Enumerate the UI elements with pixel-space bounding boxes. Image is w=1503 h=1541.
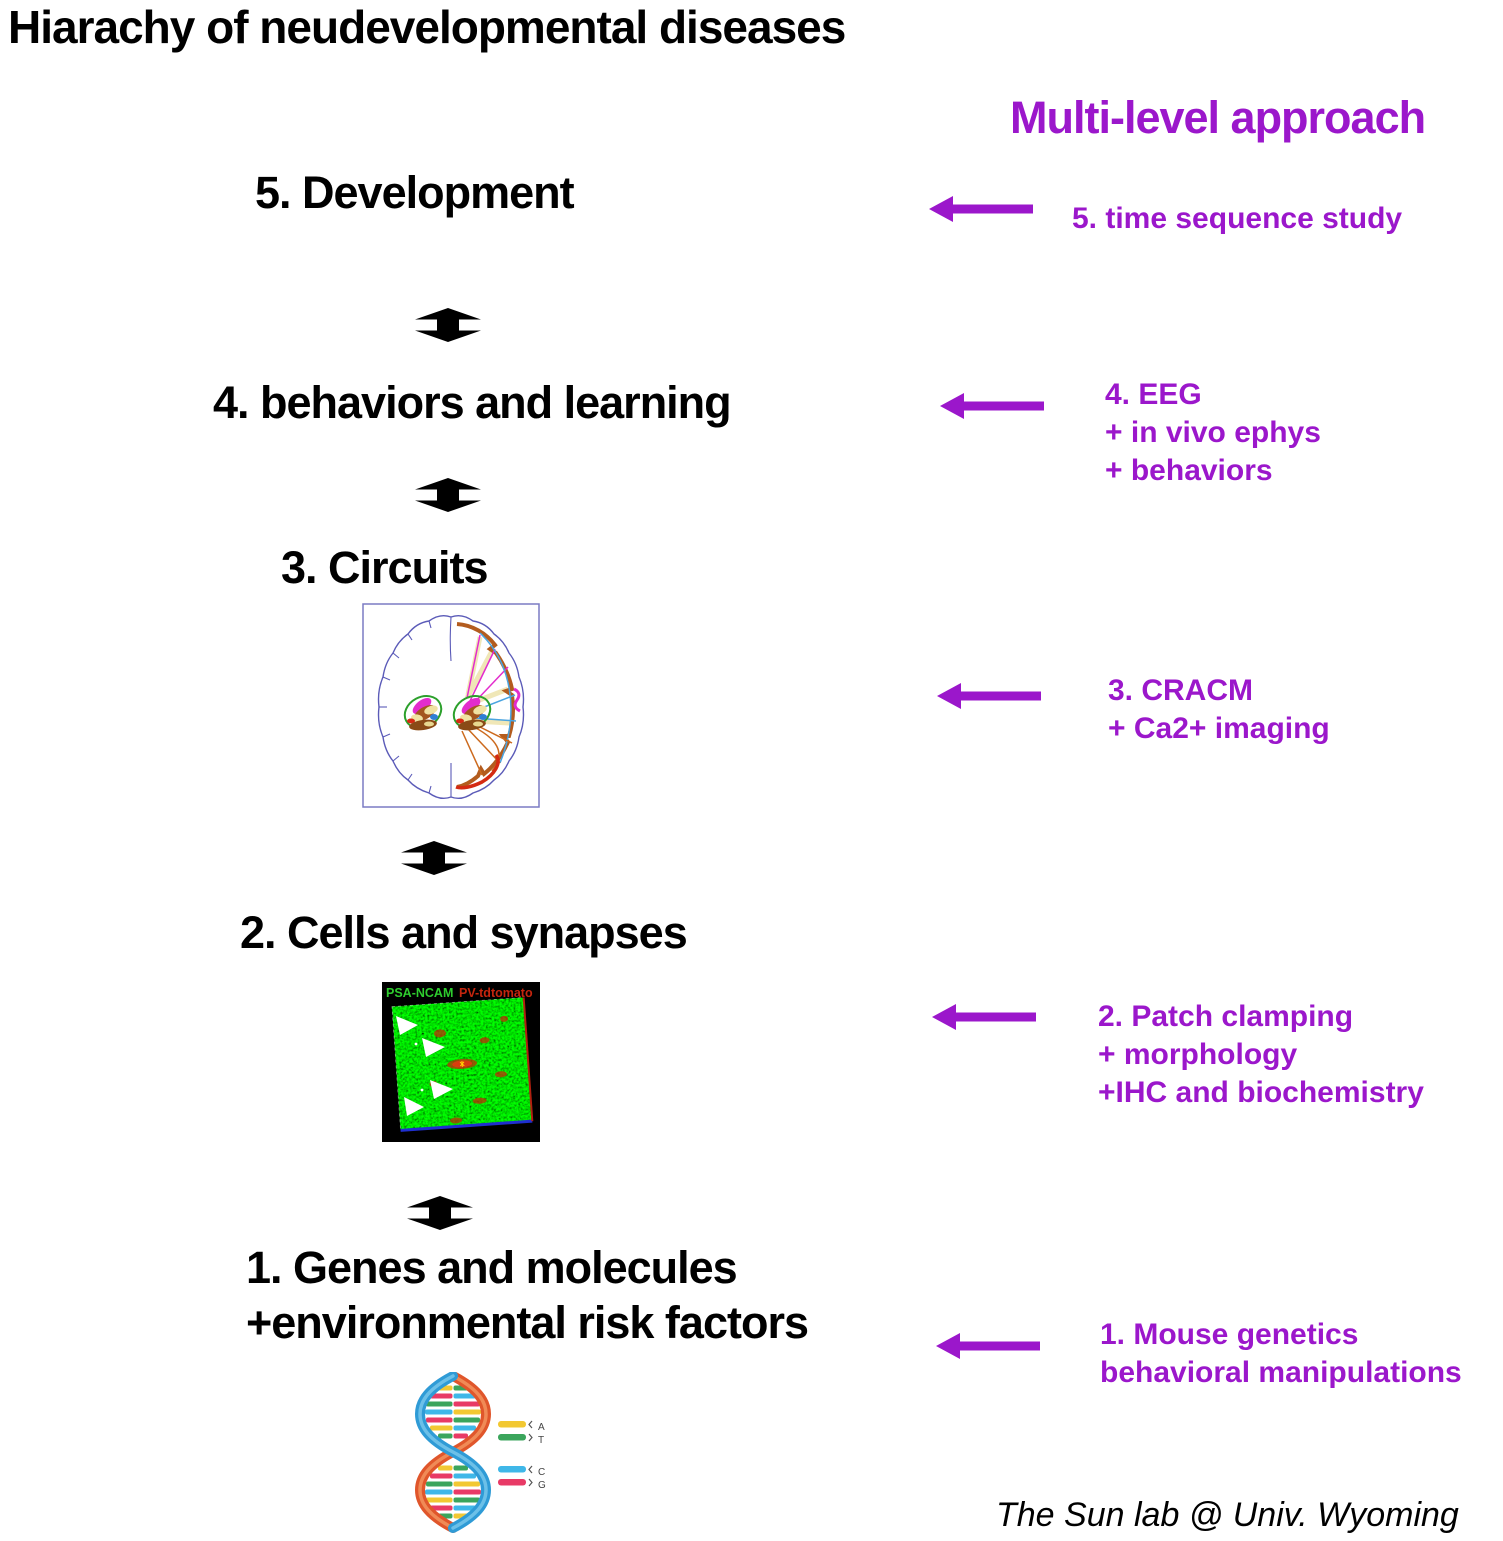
method-3-text: 3. CRACM + Ca2+ imaging bbox=[1108, 674, 1330, 745]
left-arrow-icon bbox=[937, 683, 1041, 709]
dna-helix-image: A T C G bbox=[414, 1372, 546, 1533]
method-1-text: 1. Mouse genetics behavioral manipulatio… bbox=[1100, 1318, 1462, 1389]
legend-letter-a: A bbox=[538, 1422, 545, 1433]
micrograph-green-channel-label: PSA-NCAM bbox=[386, 986, 453, 1000]
left-arrow-icon bbox=[929, 196, 1033, 222]
legend-letter-c: C bbox=[538, 1467, 545, 1478]
micrograph-image: PSA-NCAM PV-tdtomato bbox=[382, 982, 540, 1142]
cell-marker-arrowheads bbox=[396, 1016, 453, 1116]
level-3-label: 3. Circuits bbox=[281, 542, 489, 593]
method-4-text: 4. EEG + in vivo ephys + behaviors bbox=[1105, 378, 1321, 487]
legend-letter-t: T bbox=[538, 1435, 544, 1446]
up-down-arrow-icon bbox=[407, 1196, 473, 1230]
legend-letter-g: G bbox=[538, 1480, 546, 1491]
left-arrow-icon bbox=[940, 393, 1044, 419]
up-down-arrow-icon bbox=[415, 478, 481, 512]
level-1-label: 1. Genes and molecules +environmental ri… bbox=[246, 1242, 809, 1348]
level-2-label: 2. Cells and synapses bbox=[240, 907, 688, 958]
approach-heading: Multi-level approach bbox=[1010, 92, 1426, 143]
method-2-text: 2. Patch clamping + morphology +IHC and … bbox=[1098, 1000, 1424, 1109]
level-5-label: 5. Development bbox=[255, 167, 575, 218]
brain-circuit-image bbox=[362, 603, 540, 808]
level-4-label: 4. behaviors and learning bbox=[213, 377, 732, 428]
left-arrow-icon bbox=[932, 1004, 1036, 1030]
up-down-arrow-icon bbox=[415, 308, 481, 342]
micrograph-red-channel-label: PV-tdtomato bbox=[459, 986, 533, 1000]
credit-text: The Sun lab @ Univ. Wyoming bbox=[996, 1496, 1459, 1534]
dna-rungs bbox=[425, 1385, 481, 1519]
right-nuclei-cluster bbox=[452, 695, 492, 731]
left-nuclei-cluster bbox=[403, 695, 443, 731]
left-arrow-icon bbox=[936, 1333, 1040, 1359]
page-title: Hiarachy of neudevelopmental diseases bbox=[8, 1, 846, 53]
dna-base-legend: A T C G bbox=[498, 1420, 546, 1491]
up-down-arrow-icon bbox=[401, 841, 467, 875]
method-5-text: 5. time sequence study bbox=[1072, 202, 1403, 235]
